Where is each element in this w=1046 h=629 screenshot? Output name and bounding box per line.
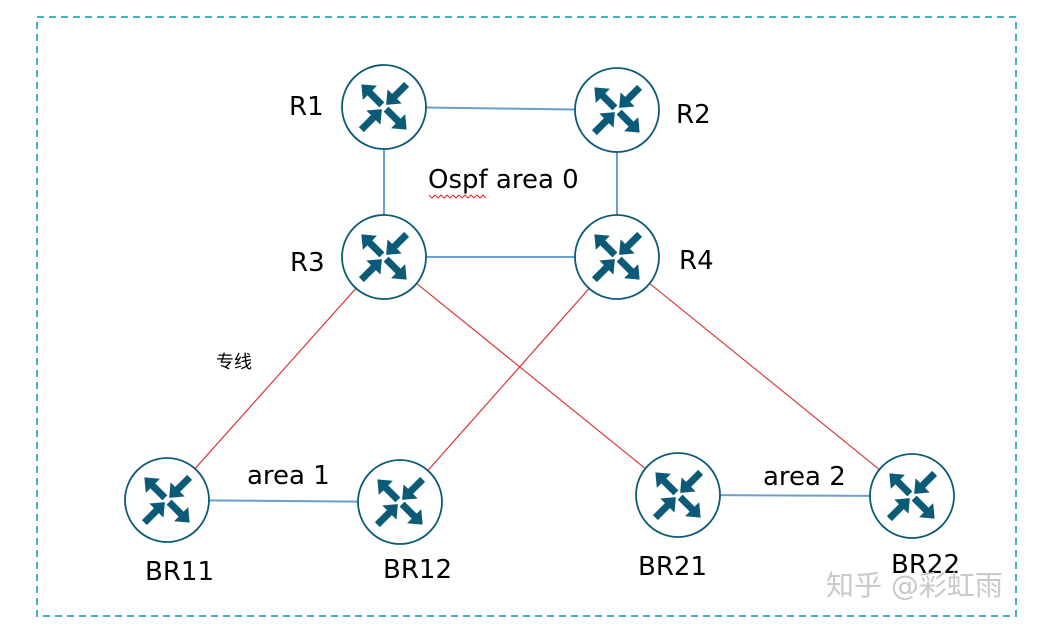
router-r1: R1 — [289, 64, 427, 150]
router-label: R2 — [676, 100, 711, 130]
links-layer — [194, 106, 880, 503]
diagram-border — [36, 16, 1017, 617]
watermark: 知乎 @彩虹雨 — [826, 569, 1003, 602]
router-label: R3 — [290, 248, 325, 278]
link-br11-br12 — [208, 499, 359, 503]
router-br21: BR21 — [635, 452, 721, 582]
router-circle — [574, 214, 660, 300]
link-r4-br22 — [649, 282, 880, 471]
router-br12: BR12 — [357, 459, 452, 585]
router-circle — [635, 452, 721, 538]
router-label: R1 — [289, 92, 324, 122]
router-circle — [574, 67, 660, 153]
router-circle — [357, 459, 443, 545]
router-br22: BR22 — [869, 453, 960, 580]
link-r3-br21 — [416, 282, 646, 470]
router-circle — [341, 64, 427, 150]
area1-label: area 1 — [247, 461, 330, 491]
router-r2: R2 — [574, 67, 711, 153]
router-circle — [869, 453, 955, 539]
router-circle — [124, 457, 210, 543]
router-label: BR11 — [145, 557, 214, 587]
router-br11: BR11 — [124, 457, 214, 587]
link-r1-r2 — [425, 106, 576, 111]
area2-label: area 2 — [763, 462, 846, 492]
router-circle — [341, 214, 427, 300]
link-r4-br12 — [427, 288, 590, 471]
leased-line-label: 专线 — [216, 352, 252, 373]
router-label: BR22 — [891, 550, 960, 580]
spellcheck-underline — [428, 194, 487, 199]
link-br21-br22 — [719, 494, 871, 497]
area0-label: Ospf area 0 — [428, 165, 579, 195]
router-r4: R4 — [574, 214, 714, 300]
router-label: BR12 — [383, 555, 452, 585]
router-r3: R3 — [290, 214, 427, 300]
router-label: R4 — [679, 246, 714, 276]
router-label: BR21 — [638, 552, 707, 582]
link-r3-br11 — [194, 287, 357, 470]
